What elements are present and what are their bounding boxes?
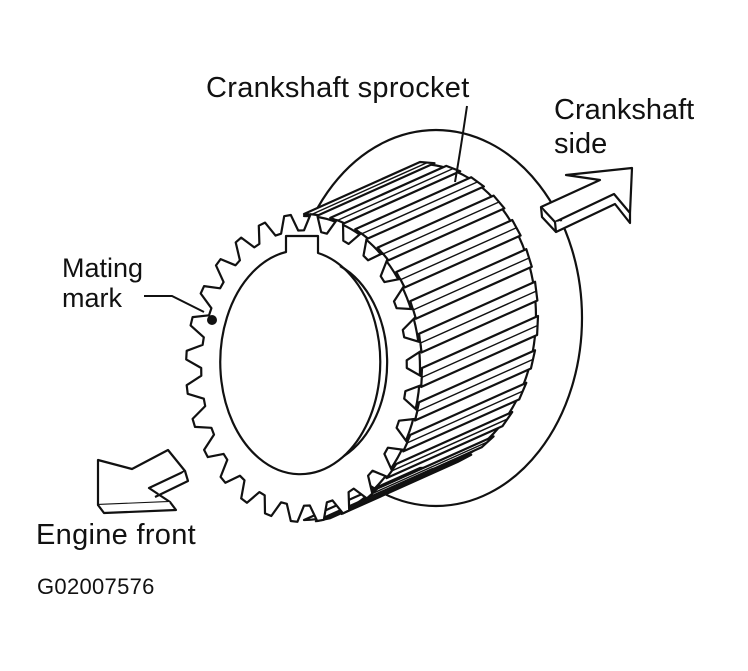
arrow-toward-crankshaft-icon bbox=[539, 166, 634, 234]
crankshaft-side-label-line2: side bbox=[554, 128, 608, 160]
sprocket-bore-depth bbox=[339, 265, 389, 457]
crankshaft-side-label: Crankshaft side bbox=[554, 93, 694, 161]
mating-mark-label: Mating mark bbox=[62, 253, 143, 313]
mating-leader-line bbox=[144, 295, 205, 313]
mating-mark-label-line1: Mating bbox=[62, 253, 144, 283]
sprocket-bore bbox=[219, 234, 382, 476]
figure-code: G02007576 bbox=[37, 574, 155, 599]
engine-front-label: Engine front bbox=[36, 519, 196, 551]
sprocket-front-face bbox=[185, 213, 423, 523]
arrow-toward-engine-front-icon bbox=[96, 448, 190, 515]
crankshaft-side-label-line1: Crankshaft bbox=[554, 94, 695, 126]
sprocket-label: Crankshaft sprocket bbox=[206, 72, 470, 104]
mating-mark-dot-icon bbox=[207, 315, 217, 325]
sprocket-leader-line bbox=[454, 105, 468, 183]
mating-mark-label-line2: mark bbox=[62, 283, 122, 313]
